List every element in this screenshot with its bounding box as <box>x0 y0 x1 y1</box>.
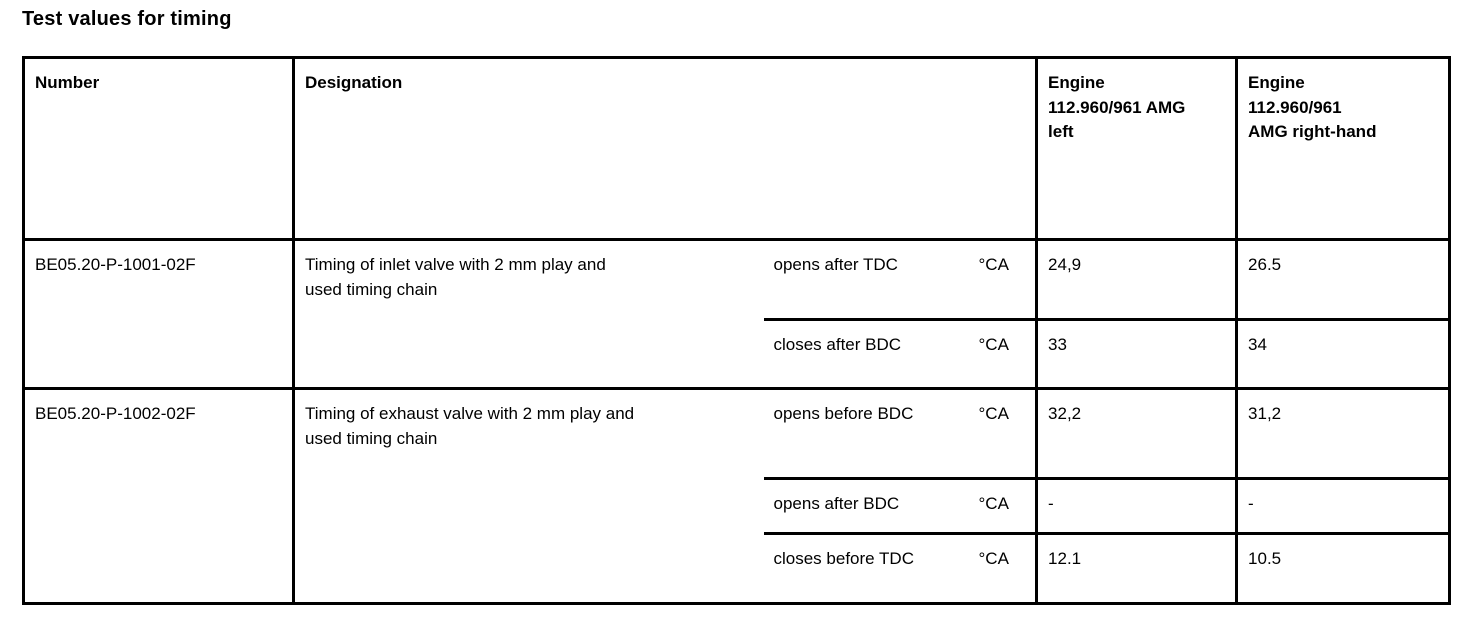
spec-unit: °CA <box>968 477 1037 534</box>
column-header-designation: Designation <box>293 57 1037 241</box>
spec-unit: °CA <box>968 387 1037 479</box>
spec-label: opens before BDC <box>763 387 969 479</box>
table-header-row: Number Designation Engine 112.960/961 AM… <box>23 57 1450 241</box>
page-title: Test values for timing <box>22 8 232 30</box>
table-row: closes before TDC °CA 12.1 10.5 <box>24 532 1450 604</box>
spec-label: opens after BDC <box>763 477 969 534</box>
value-engine-right: - <box>1236 477 1450 534</box>
spec-unit: °CA <box>968 532 1037 604</box>
value-engine-left: 33 <box>1035 318 1239 389</box>
value-engine-left: 32,2 <box>1035 387 1239 479</box>
table-row: opens after BDC °CA - - <box>24 477 1450 534</box>
value-engine-left: 24,9 <box>1035 239 1239 320</box>
spec-unit: °CA <box>978 255 1009 274</box>
column-header-number: Number <box>23 57 295 241</box>
row-number: BE05.20-P-1002-02F <box>23 387 295 604</box>
spec-label: closes after BDC <box>763 318 969 389</box>
table-row: closes after BDC °CA 33 34 <box>24 318 1450 389</box>
value-engine-right: 26.5 <box>1248 255 1282 274</box>
timing-table: Number Designation Engine 112.960/961 AM… <box>22 56 1452 605</box>
column-header-engine-right: Engine 112.960/961 AMG right-hand <box>1236 57 1450 241</box>
table-row: BE05.20-P-1001-02F Timing of inlet valve… <box>23 239 1450 389</box>
value-engine-left: 12.1 <box>1035 532 1239 604</box>
value-engine-right: 10.5 <box>1236 532 1450 604</box>
spec-unit: °CA <box>968 318 1037 389</box>
row-designation: Timing of exhaust valve with 2 mm play a… <box>293 387 764 604</box>
value-engine-left: - <box>1035 477 1239 534</box>
value-engine-right: 31,2 <box>1236 387 1450 479</box>
spec-label: opens after TDC <box>773 255 898 274</box>
row-designation: Timing of inlet valve with 2 mm play and… <box>305 255 606 299</box>
column-header-engine-left: Engine 112.960/961 AMG left <box>1035 57 1239 241</box>
table-row: BE05.20-P-1002-02F Timing of exhaust val… <box>23 387 1450 604</box>
row-number: BE05.20-P-1001-02F <box>23 239 295 389</box>
spec-label: closes before TDC <box>763 532 969 604</box>
value-engine-right: 34 <box>1236 318 1450 389</box>
